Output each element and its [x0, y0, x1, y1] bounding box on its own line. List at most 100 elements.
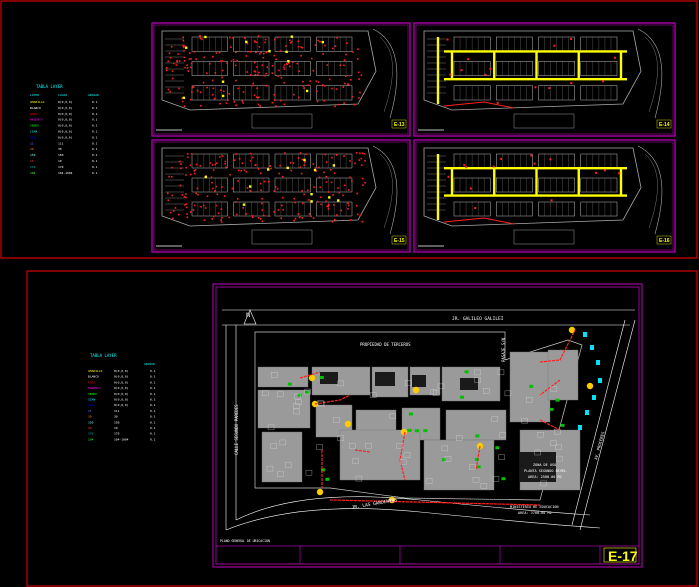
courtyard [320, 372, 338, 384]
fixture-mark [185, 196, 187, 199]
fixture-mark [275, 105, 277, 107]
floor-plan-panel-1: E-13 [151, 22, 411, 137]
fixture-mark [184, 203, 186, 206]
room-outline [400, 459, 407, 465]
panel-sheet-code: E-16 [659, 238, 670, 244]
fixture-mark [220, 219, 222, 221]
fixture-mark [265, 72, 267, 75]
fixture-mark [353, 103, 356, 106]
fixture-mark [246, 187, 249, 189]
circuit-route [475, 445, 481, 471]
room-outline [262, 390, 269, 397]
device-mark [268, 50, 271, 53]
room-outline [425, 478, 433, 484]
fixture-mark [180, 167, 182, 170]
bottom-legend-row-value: 10 [114, 426, 118, 430]
fixture-mark [178, 87, 180, 90]
building-mass [261, 431, 303, 483]
panel-inner-frame [415, 141, 674, 251]
fixture-mark [262, 214, 265, 217]
fixture-mark [300, 54, 302, 57]
fixture-mark [204, 207, 207, 209]
fixture-mark [199, 37, 202, 40]
fixture-mark [307, 84, 310, 87]
fixture-mark [314, 167, 317, 169]
fixture-mark [344, 82, 346, 85]
fixture-mark [212, 169, 215, 171]
fixture-mark [195, 192, 197, 195]
bottom-legend-row-value: 170 [114, 432, 120, 436]
fixture-mark [230, 60, 233, 62]
fixture-mark [170, 176, 173, 178]
fixture-mark [172, 217, 174, 220]
fixture-mark [181, 100, 184, 103]
fixture-mark [196, 187, 199, 190]
fixture-mark [338, 191, 341, 194]
street-line [579, 319, 636, 531]
fixture-mark [276, 36, 279, 39]
courtyard [375, 372, 395, 386]
device-mark [337, 199, 340, 202]
device-mark [287, 59, 290, 63]
device-mark [303, 158, 306, 162]
fixture-mark [235, 201, 237, 203]
fixture-mark [467, 58, 470, 61]
device-mark [221, 80, 225, 83]
fixture-mark [268, 215, 271, 217]
top-legend-row-name: 104 [30, 171, 36, 175]
fixture-mark [354, 162, 356, 165]
fixture-mark [613, 56, 616, 59]
panel-sheet-code-box [656, 119, 672, 129]
fixture-mark [251, 84, 254, 87]
room-outline [526, 397, 533, 403]
device-mark [290, 35, 294, 38]
fixture-mark [206, 86, 208, 89]
green-marker [501, 477, 506, 481]
top-legend-row-value: 30 [58, 147, 62, 151]
bottom-legend-row-value: 0(0,0,0) [114, 369, 129, 373]
green-marker [407, 428, 412, 432]
room-outline [491, 416, 498, 422]
courtyard [520, 452, 556, 482]
fixture-mark [325, 161, 328, 163]
fixture-mark [290, 41, 293, 43]
fixture-mark [273, 99, 276, 101]
bottom-legend-row-weight: 0.1 [150, 380, 156, 384]
fixture-mark [302, 80, 304, 83]
fixture-mark [181, 97, 184, 100]
fixture-mark [277, 75, 279, 77]
green-marker [304, 390, 309, 394]
fixture-mark [336, 214, 338, 216]
fixture-mark [196, 89, 199, 92]
fixture-mark [169, 56, 172, 59]
room-outline [337, 380, 344, 387]
room-outline [521, 417, 528, 424]
fixture-mark [246, 42, 249, 45]
fixture-mark [361, 152, 364, 154]
bottom-legend-row-weight: 0.1 [150, 415, 156, 419]
bottom-legend-row-name: AZUL [88, 403, 95, 407]
floor-plan-panel-3: E-15 [151, 139, 411, 253]
building-outline [423, 147, 642, 227]
fixture-mark [261, 197, 263, 200]
room-outline [456, 435, 463, 441]
fixture-mark [363, 153, 366, 155]
room-outline [270, 443, 278, 449]
fixture-mark [325, 200, 327, 203]
fixture-mark [324, 153, 326, 156]
fixture-mark [283, 68, 286, 70]
fixture-mark [242, 102, 245, 104]
room-outline [352, 458, 359, 464]
fixture-mark [449, 73, 452, 76]
top-legend-row-weight: 0.1 [92, 159, 98, 163]
room-outline [266, 465, 274, 472]
landscape-contour [372, 145, 398, 235]
fixture-mark [331, 87, 333, 90]
bottom-legend-row-value: 0(0,0,0) [114, 392, 129, 396]
fixture-mark [274, 38, 276, 41]
fixture-mark [189, 52, 191, 54]
fixture-mark [298, 216, 301, 218]
fixture-mark [255, 51, 257, 54]
bottom-legend-row-weight: 0.1 [150, 403, 156, 407]
street-curve [225, 508, 601, 531]
